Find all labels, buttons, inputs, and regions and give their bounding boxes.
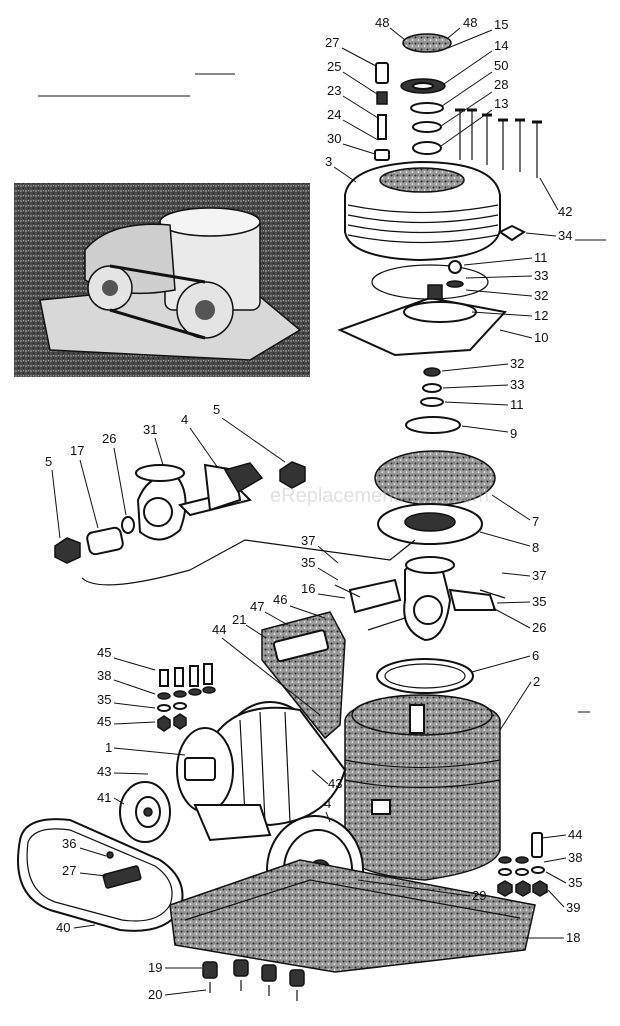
callout-label: 1 [105, 740, 112, 755]
callout-label: 36 [62, 836, 76, 851]
callout-label: 41 [97, 790, 111, 805]
callout-label: 10 [534, 330, 548, 345]
crankcase-icon [344, 694, 501, 881]
callout-label: 47 [250, 599, 264, 614]
callout-label: 32 [534, 288, 548, 303]
valve-plate-icon [400, 33, 452, 155]
callout-label: 11 [510, 397, 524, 412]
watermark-text: eReplacementParts.com [270, 485, 489, 507]
callout-label: 24 [327, 107, 341, 122]
callout-label: 12 [534, 308, 548, 323]
callout-label: 9 [510, 426, 517, 441]
callout-label: 32 [510, 356, 524, 371]
callout-label: 28 [494, 77, 508, 92]
callout-label: 15 [494, 17, 508, 32]
callout-label: 43 [97, 764, 111, 779]
callout-label: 27 [62, 863, 76, 878]
callout-label: 14 [494, 38, 508, 53]
valve-seat-icon [337, 260, 507, 357]
callout-label: 37 [301, 533, 315, 548]
callout-label: 35 [301, 555, 315, 570]
callout-label: 27 [325, 35, 339, 50]
callout-label: 18 [566, 930, 580, 945]
callout-label: 46 [273, 592, 287, 607]
callout-labels: 48 48 27 15 14 25 50 28 23 13 24 30 3 42… [45, 15, 582, 1002]
rubber-feet-icon [202, 959, 305, 1001]
callout-label: 26 [102, 431, 116, 446]
electric-motor-icon [176, 701, 347, 842]
callout-label: 44 [212, 622, 226, 637]
connecting-rod-icon [334, 556, 506, 642]
callout-label: 6 [532, 648, 539, 663]
callout-label: 43 [328, 776, 342, 791]
piston-plate-icon [374, 450, 496, 545]
callout-label: 8 [532, 540, 539, 555]
cylinder-head-icon [344, 160, 501, 262]
callout-label: 48 [463, 15, 477, 30]
callout-label: 31 [143, 422, 157, 437]
callout-label: 19 [148, 960, 162, 975]
callout-label: 11 [534, 250, 548, 265]
reed-valve-icon [405, 367, 461, 434]
bolt-stack-icon [374, 62, 390, 161]
callout-label: 17 [70, 443, 84, 458]
callout-label: 34 [558, 228, 572, 243]
callout-label: 33 [534, 268, 548, 283]
crankshaft-assembly-icon [54, 461, 416, 586]
callout-label: 20 [148, 987, 162, 1002]
fitting-icon [498, 224, 526, 242]
callout-label: 42 [558, 204, 572, 219]
callout-label: 37 [532, 568, 546, 583]
callout-label: 29 [472, 888, 486, 903]
callout-label: 5 [213, 402, 220, 417]
callout-label: 23 [327, 83, 341, 98]
callout-label: 26 [532, 620, 546, 635]
callout-label: 40 [56, 920, 70, 935]
callout-label: 3 [325, 154, 332, 169]
callout-label: 5 [45, 454, 52, 469]
callout-label: 13 [494, 96, 508, 111]
air-compressor-photo-icon [14, 183, 310, 377]
callout-label: 45 [97, 645, 111, 660]
callout-label: 7 [532, 514, 539, 529]
callout-label: 38 [568, 850, 582, 865]
callout-label: 30 [327, 131, 341, 146]
callout-label: 35 [568, 875, 582, 890]
callout-label: 16 [301, 581, 315, 596]
callout-label: 2 [533, 674, 540, 689]
callout-label: 33 [510, 377, 524, 392]
motor-bracket-icon [261, 611, 346, 740]
callout-label: 35 [532, 594, 546, 609]
motor-pulley-icon [119, 781, 171, 843]
callout-label: 39 [566, 900, 580, 915]
base-hardware-icon [497, 832, 548, 897]
callout-label: 50 [494, 58, 508, 73]
cylinder-gasket-icon [376, 658, 474, 694]
callout-label: 45 [97, 714, 111, 729]
callout-label: 4 [181, 412, 188, 427]
callout-label: 21 [232, 612, 246, 627]
callout-label: 4 [324, 796, 331, 811]
callout-label: 38 [97, 668, 111, 683]
callout-label: 25 [327, 59, 341, 74]
hardware-column-icon [157, 663, 216, 732]
callout-label: 48 [375, 15, 389, 30]
callout-label: 44 [568, 827, 582, 842]
base-plate-icon [169, 859, 536, 973]
callout-label: 35 [97, 692, 111, 707]
head-bolts-icon [455, 108, 542, 178]
